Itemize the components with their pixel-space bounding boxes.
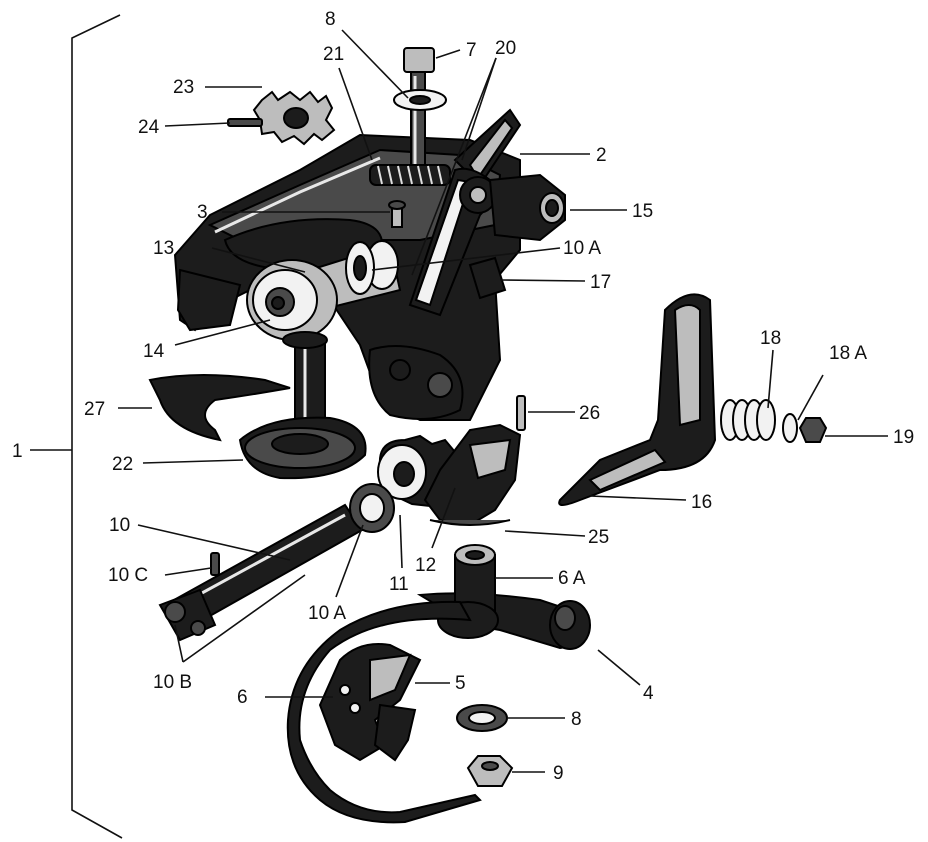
part-14-wheel bbox=[246, 259, 338, 341]
callout-2: 2 bbox=[596, 145, 607, 166]
part-23-gear bbox=[252, 90, 336, 146]
callout-10c: 10 C bbox=[108, 565, 148, 586]
callout-23: 23 bbox=[173, 77, 194, 98]
callout-3: 3 bbox=[197, 202, 208, 223]
part-8-washer-bottom bbox=[456, 704, 508, 732]
part-16-lever bbox=[558, 293, 717, 506]
callout-4: 4 bbox=[643, 683, 654, 704]
part-17-lug bbox=[468, 256, 507, 300]
callout-26: 26 bbox=[579, 403, 600, 424]
callout-10: 10 bbox=[109, 515, 130, 536]
callout-18: 18 bbox=[760, 328, 781, 349]
part-10c-pin bbox=[210, 552, 220, 576]
callout-labels: 1 2 3 4 5 6 6 A 7 8 8 9 10 10 A 10 A 10 … bbox=[12, 9, 914, 784]
callout-15: 15 bbox=[632, 201, 653, 222]
leader-lines bbox=[118, 29, 888, 773]
part-26-pin bbox=[516, 395, 526, 431]
part-18-spring bbox=[720, 399, 776, 441]
callout-10a-bottom: 10 A bbox=[308, 603, 346, 624]
part-3-screw bbox=[388, 200, 406, 228]
part-22-base bbox=[238, 331, 367, 480]
hook-body bbox=[286, 600, 482, 824]
callout-24: 24 bbox=[138, 117, 160, 138]
part-19-nut bbox=[798, 417, 828, 443]
callout-14: 14 bbox=[143, 341, 165, 362]
callout-25: 25 bbox=[588, 527, 609, 548]
part-10a-washer-bottom bbox=[349, 483, 395, 533]
callout-20: 20 bbox=[495, 38, 516, 59]
callout-22: 22 bbox=[112, 454, 133, 475]
callout-13: 13 bbox=[153, 238, 174, 259]
callout-6a: 6 A bbox=[558, 568, 586, 589]
callout-1: 1 bbox=[12, 441, 23, 462]
callout-7: 7 bbox=[466, 40, 477, 61]
part-27-guard bbox=[148, 374, 291, 442]
callout-9: 9 bbox=[553, 763, 564, 784]
part-8-washer-top bbox=[393, 89, 447, 111]
callout-8-bottom: 8 bbox=[571, 709, 582, 730]
callout-8-top: 8 bbox=[325, 9, 336, 30]
callout-10b: 10 B bbox=[153, 672, 192, 693]
callout-19: 19 bbox=[893, 427, 914, 448]
part-6a-stud bbox=[437, 544, 499, 639]
part-10a-washer-top bbox=[345, 241, 375, 295]
callout-11: 11 bbox=[389, 574, 409, 595]
callout-17: 17 bbox=[590, 272, 611, 293]
callout-6: 6 bbox=[237, 687, 248, 708]
callout-10a-top: 10 A bbox=[563, 238, 601, 259]
part-10-shaft bbox=[158, 503, 364, 642]
part-15-cap bbox=[488, 173, 566, 242]
callout-18a: 18 A bbox=[829, 343, 867, 364]
callout-21: 21 bbox=[323, 44, 344, 65]
part-24-pin bbox=[227, 118, 263, 127]
assembly-bracket bbox=[30, 14, 123, 839]
part-18a-ring bbox=[782, 413, 798, 443]
part-9-nut bbox=[466, 755, 514, 787]
callout-27: 27 bbox=[84, 399, 105, 420]
part-25-bracket bbox=[423, 423, 522, 527]
callout-5: 5 bbox=[455, 673, 466, 694]
callout-16: 16 bbox=[691, 492, 712, 513]
part-21-spring bbox=[369, 164, 451, 186]
callout-12: 12 bbox=[415, 555, 436, 576]
